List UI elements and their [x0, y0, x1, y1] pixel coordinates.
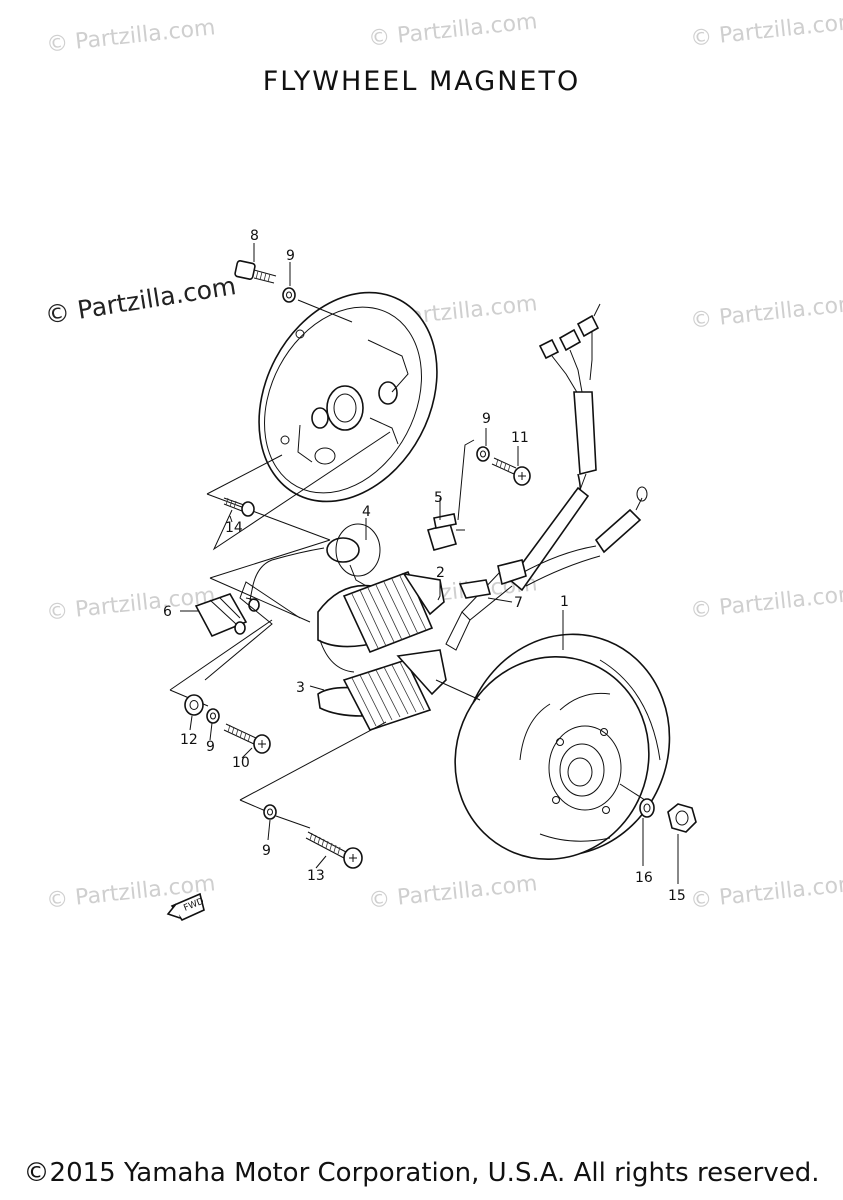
screw-part-11	[491, 457, 531, 486]
breaker-assembly-part-6	[194, 593, 260, 638]
charge-coil-part-2	[317, 570, 445, 673]
screw-part-13	[305, 831, 363, 869]
callout-9: 9	[482, 411, 491, 427]
callout-8: 8	[250, 228, 259, 244]
callout-12: 12	[180, 732, 198, 748]
washer-part-9	[282, 287, 296, 303]
callout-2: 2	[436, 565, 445, 581]
callout-9: 9	[262, 843, 271, 859]
screw-part-14	[223, 497, 255, 517]
bolt-part-8	[234, 260, 277, 284]
callout-5: 5	[434, 490, 443, 506]
callout-10: 10	[232, 755, 250, 771]
washer-part-9	[206, 708, 220, 724]
callout-15: 15	[668, 888, 686, 904]
page-title: FLYWHEEL MAGNETO	[262, 66, 581, 97]
copyright-notice: ©2015 Yamaha Motor Corporation, U.S.A. A…	[23, 1158, 820, 1188]
clamp-part-7	[458, 579, 492, 599]
callout-9: 9	[286, 248, 295, 264]
nut-part-15	[667, 803, 697, 833]
callout-13: 13	[307, 868, 325, 884]
stator-base-plate	[258, 291, 438, 503]
callout-11: 11	[511, 430, 529, 446]
washer-part-12	[184, 694, 204, 716]
washer-part-9	[476, 446, 490, 462]
flywheel-rotor-part-1	[454, 633, 671, 860]
callout-7: 7	[514, 595, 523, 611]
callout-4: 4	[362, 504, 371, 520]
spring-washer-part-16	[639, 798, 655, 818]
callout-16: 16	[635, 870, 653, 886]
callout-9: 9	[206, 739, 215, 755]
callout-3: 3	[296, 680, 305, 696]
callout-14: 14	[225, 520, 243, 536]
lighting-coil-part-3	[317, 649, 447, 731]
wire-harness	[445, 303, 648, 651]
bracket-part-5	[426, 513, 458, 551]
callout-1: 1	[560, 594, 569, 610]
forward-direction-icon: FWD	[166, 892, 206, 922]
callout-6: 6	[163, 604, 172, 620]
screw-part-10	[223, 723, 271, 754]
washer-part-9	[263, 804, 277, 820]
